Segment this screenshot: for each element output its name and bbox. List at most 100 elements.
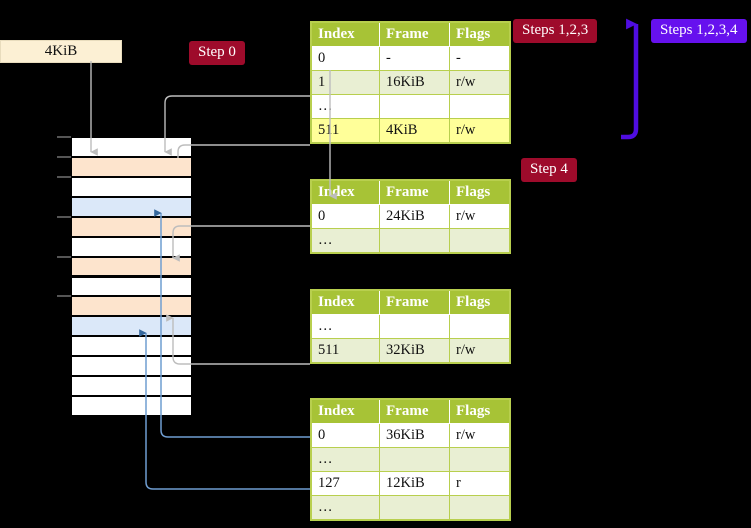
memory-tick xyxy=(57,215,71,218)
memory-row xyxy=(72,276,191,297)
column-header-index: Index xyxy=(310,289,380,315)
cell-index: … xyxy=(310,495,380,521)
memory-row xyxy=(72,216,191,237)
cell-flags: r/w xyxy=(449,204,511,229)
memory-row xyxy=(72,296,191,317)
cell-frame: 24KiB xyxy=(379,204,450,229)
cell-index: 0 xyxy=(310,46,380,71)
cell-frame xyxy=(379,447,450,472)
column-header-index: Index xyxy=(310,398,380,424)
column-header-flags: Flags xyxy=(449,289,511,315)
cell-flags xyxy=(449,94,511,119)
cell-flags xyxy=(449,495,511,521)
cell-flags xyxy=(449,447,511,472)
connector-pt-row0 xyxy=(160,415,310,438)
cell-frame xyxy=(379,314,450,339)
memory-row xyxy=(72,196,191,217)
memory-tick xyxy=(57,175,71,178)
cell-flags: - xyxy=(449,46,511,71)
cell-index: … xyxy=(310,447,380,472)
memory-row xyxy=(72,336,191,357)
column-header-flags: Flags xyxy=(449,179,511,205)
cell-index: 127 xyxy=(310,471,380,496)
cell-index: … xyxy=(310,228,380,254)
column-header-index: Index xyxy=(310,179,380,205)
memory-row xyxy=(72,356,191,377)
cell-frame: 32KiB xyxy=(379,338,450,364)
connector-pml4-row511 xyxy=(177,144,310,158)
table-row[interactable]: … xyxy=(310,94,511,119)
cell-index: … xyxy=(310,94,380,119)
memory-row xyxy=(72,256,191,277)
table-row[interactable]: … xyxy=(310,495,511,521)
memory-tick xyxy=(57,255,71,258)
cell-flags: r/w xyxy=(449,338,511,364)
cell-index: 0 xyxy=(310,423,380,448)
kib-frame-box: 4KiB xyxy=(0,40,122,63)
cell-flags: r xyxy=(449,471,511,496)
steps-1234-badge: Steps 1,2,3,4 xyxy=(651,19,747,43)
column-header-frame: Frame xyxy=(379,179,450,205)
memory-column xyxy=(71,136,191,416)
table-row[interactable]: … xyxy=(310,447,511,472)
step-0-badge: Step 0 xyxy=(189,41,245,65)
connector-pd-row511 xyxy=(166,314,310,365)
step-4-label: Step 4 xyxy=(530,161,568,177)
steps-123-label: Steps 1,2,3 xyxy=(522,22,589,38)
cell-flags: r/w xyxy=(449,423,511,448)
cell-frame: 36KiB xyxy=(379,423,450,448)
cell-flags xyxy=(449,228,511,254)
connector-pt-row127 xyxy=(145,415,310,490)
memory-row xyxy=(72,236,191,257)
cell-frame: 4KiB xyxy=(379,118,450,144)
table-row[interactable]: … xyxy=(310,228,511,254)
kib-frame-label: 4KiB xyxy=(44,43,78,59)
step-0-label: Step 0 xyxy=(198,44,236,60)
memory-row xyxy=(72,396,191,416)
column-header-flags: Flags xyxy=(449,398,511,424)
memory-row xyxy=(72,137,191,157)
column-header-index: Index xyxy=(310,21,380,47)
cell-index: 511 xyxy=(310,118,380,144)
steps-bracket-arrow xyxy=(621,18,639,140)
column-header-frame: Frame xyxy=(379,289,450,315)
cell-frame: - xyxy=(379,46,450,71)
column-header-frame: Frame xyxy=(379,21,450,47)
connector-pdpt-row0 xyxy=(172,225,310,262)
column-header-frame: Frame xyxy=(379,398,450,424)
memory-tick xyxy=(57,295,71,298)
step-4-badge: Step 4 xyxy=(521,158,577,182)
cell-frame: 12KiB xyxy=(379,471,450,496)
cell-flags: r/w xyxy=(449,70,511,95)
memory-row xyxy=(72,376,191,397)
cell-frame xyxy=(379,94,450,119)
table-row[interactable]: 0-- xyxy=(310,46,511,71)
memory-row xyxy=(72,176,191,197)
cell-frame: 16KiB xyxy=(379,70,450,95)
cell-flags xyxy=(449,314,511,339)
cell-index: 1 xyxy=(310,70,380,95)
memory-row xyxy=(72,316,191,337)
cell-frame xyxy=(379,228,450,254)
column-header-flags: Flags xyxy=(449,21,511,47)
table-row[interactable]: … xyxy=(310,314,511,339)
cell-index: 0 xyxy=(310,204,380,229)
steps-1234-label: Steps 1,2,3,4 xyxy=(660,22,738,38)
steps-123-badge: Steps 1,2,3 xyxy=(513,19,598,43)
memory-row xyxy=(72,156,191,177)
